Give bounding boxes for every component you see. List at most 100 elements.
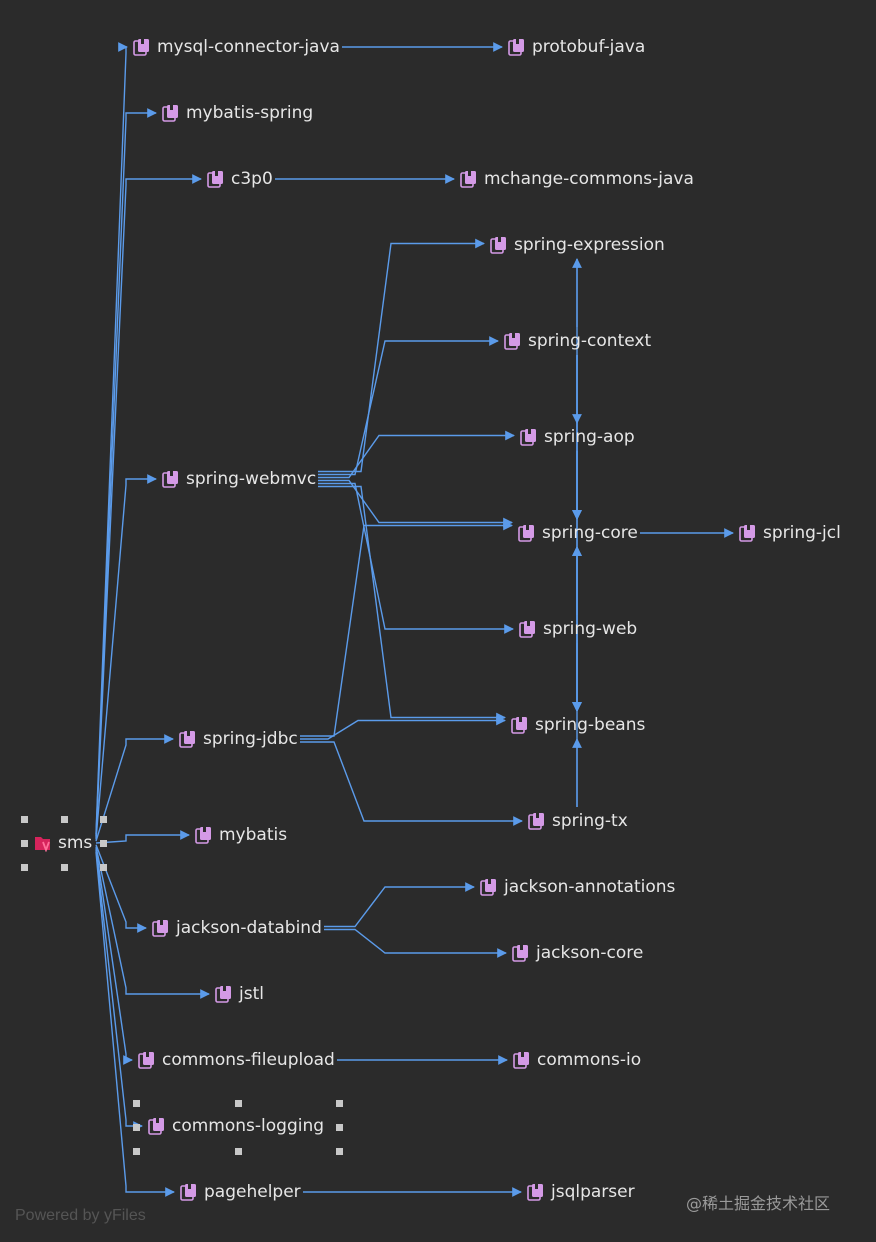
node-label: jackson-annotations (504, 877, 676, 897)
dependency-node-protobuf-java[interactable]: protobuf-java (508, 37, 645, 57)
resize-handle-commons-logging[interactable] (336, 1100, 343, 1107)
dependency-node-mybatis-spring[interactable]: mybatis-spring (162, 103, 313, 123)
dependency-node-spring-webmvc[interactable]: spring-webmvc (162, 469, 316, 489)
dependency-node-spring-aop[interactable]: spring-aop (520, 427, 635, 447)
dependency-node-spring-tx[interactable]: spring-tx (528, 811, 628, 831)
dependency-node-mybatis[interactable]: mybatis (195, 825, 287, 845)
library-jar-icon (162, 105, 178, 122)
node-label: spring-tx (552, 811, 628, 831)
library-jar-icon (508, 39, 524, 56)
watermark-text: @稀土掘金技术社区 (686, 1194, 831, 1213)
dependency-node-commons-io[interactable]: commons-io (513, 1050, 641, 1070)
resize-handle-sms[interactable] (21, 840, 28, 847)
dependency-node-jackson-annotations[interactable]: jackson-annotations (480, 877, 675, 897)
node-label: commons-fileupload (162, 1050, 335, 1070)
dependency-node-jackson-databind[interactable]: jackson-databind (152, 918, 322, 938)
library-jar-icon (162, 471, 178, 488)
edge-sms-to-pagehelper (95, 851, 175, 1197)
edge-spring-webmvc-to-spring-beans (318, 485, 506, 723)
library-jar-icon (739, 525, 755, 542)
resize-handle-sms[interactable] (21, 864, 28, 871)
dependency-node-spring-jcl[interactable]: spring-jcl (739, 523, 841, 543)
maven-project-icon (35, 837, 50, 852)
node-label: pagehelper (204, 1182, 301, 1202)
edge-spring-jdbc-to-spring-tx (300, 741, 523, 826)
node-label: c3p0 (231, 169, 273, 189)
node-label: spring-core (542, 523, 638, 543)
dependency-node-jsqlparser[interactable]: jsqlparser (527, 1182, 635, 1202)
library-jar-icon (513, 1052, 529, 1069)
edge-spring-jdbc-to-spring-core (300, 520, 513, 737)
resize-handle-commons-logging[interactable] (235, 1148, 242, 1155)
library-jar-icon (180, 1184, 196, 1201)
library-jar-icon (179, 731, 195, 748)
resize-handle-commons-logging[interactable] (336, 1124, 343, 1131)
dependency-node-spring-web[interactable]: spring-web (519, 619, 637, 639)
dependency-node-jackson-core[interactable]: jackson-core (512, 943, 643, 963)
edge-sms-to-spring-jdbc (95, 734, 174, 842)
resize-handle-commons-logging[interactable] (133, 1100, 140, 1107)
node-label: mchange-commons-java (484, 169, 694, 189)
node-label: jsqlparser (551, 1182, 635, 1202)
resize-handle-sms[interactable] (100, 864, 107, 871)
edge-spring-webmvc-to-spring-web (318, 482, 514, 634)
dependency-node-pagehelper[interactable]: pagehelper (180, 1182, 301, 1202)
edge-spring-webmvc-to-spring-core (318, 479, 513, 528)
node-label: protobuf-java (532, 37, 646, 57)
library-jar-icon (460, 171, 476, 188)
node-label: spring-jcl (763, 523, 841, 543)
library-jar-icon (133, 39, 149, 56)
resize-handle-commons-logging[interactable] (133, 1148, 140, 1155)
dependency-node-spring-jdbc[interactable]: spring-jdbc (179, 729, 298, 749)
library-jar-icon (195, 827, 211, 844)
resize-handle-commons-logging[interactable] (235, 1100, 242, 1107)
node-label: jackson-databind (176, 918, 322, 938)
library-jar-icon (207, 171, 223, 188)
resize-handle-sms[interactable] (21, 816, 28, 823)
edge-spring-jdbc-to-spring-beans (300, 715, 506, 740)
edge-sms-to-mybatis-spring (95, 108, 157, 836)
library-jar-icon (520, 429, 536, 446)
node-label: spring-beans (535, 715, 646, 735)
resize-handle-commons-logging[interactable] (336, 1148, 343, 1155)
powered-by-footer: Powered by yFiles (15, 1207, 146, 1224)
library-jar-icon (148, 1118, 164, 1135)
node-label: spring-context (528, 331, 652, 351)
dependency-node-mysql-connector-java[interactable]: mysql-connector-java (133, 37, 340, 57)
library-jar-icon (527, 1184, 543, 1201)
node-label: sms (58, 833, 93, 853)
dependency-node-spring-core[interactable]: spring-core (518, 523, 638, 543)
dependency-node-mchange-commons-java[interactable]: mchange-commons-java (460, 169, 694, 189)
dependency-node-spring-expression[interactable]: spring-expression (490, 235, 665, 255)
resize-handle-sms[interactable] (100, 840, 107, 847)
dependency-node-commons-logging[interactable]: commons-logging (148, 1116, 324, 1136)
node-label: mybatis-spring (186, 103, 314, 123)
edge-spring-webmvc-to-spring-expression (318, 238, 485, 473)
dependency-node-c3p0[interactable]: c3p0 (207, 169, 273, 189)
dependency-node-spring-context[interactable]: spring-context (504, 331, 651, 351)
node-label: spring-jdbc (203, 729, 298, 749)
dependency-node-sms[interactable]: sms (34, 833, 92, 853)
resize-handle-sms[interactable] (61, 816, 68, 823)
edge-spring-webmvc-to-spring-context (318, 336, 499, 476)
node-label: commons-io (537, 1050, 642, 1070)
node-label: spring-aop (544, 427, 635, 447)
node-label: spring-webmvc (186, 469, 317, 489)
dependency-node-jstl[interactable]: jstl (215, 984, 264, 1004)
resize-handle-sms[interactable] (100, 816, 107, 823)
edge-sms-to-mysql-connector-java (95, 42, 128, 835)
node-label: spring-web (543, 619, 638, 639)
edge-sms-to-jstl (95, 846, 210, 999)
resize-handle-commons-logging[interactable] (133, 1124, 140, 1131)
library-jar-icon (518, 525, 534, 542)
edge-sms-to-commons-fileupload (95, 848, 133, 1065)
dependency-node-commons-fileupload[interactable]: commons-fileupload (138, 1050, 335, 1070)
node-label: jackson-core (536, 943, 644, 963)
edge-sms-to-c3p0 (95, 174, 202, 838)
dependency-node-spring-beans[interactable]: spring-beans (511, 715, 645, 735)
edge-spring-webmvc-to-spring-aop (318, 430, 515, 479)
resize-handle-sms[interactable] (61, 864, 68, 871)
edge-jackson-databind-to-jackson-core (324, 928, 507, 958)
